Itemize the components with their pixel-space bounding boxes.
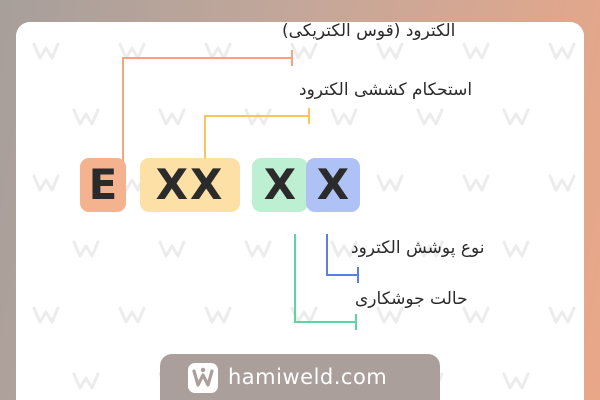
watermark-mark-4 [376,42,404,60]
tensile-strength-box [140,158,240,212]
watermark-mark-28 [204,306,232,324]
tensile-strength-digits: XX [155,160,225,209]
watermark-mark-13 [32,174,60,192]
hamiweld-logo-icon [188,363,218,393]
coating-type-digit: X [316,160,350,209]
watermark-mark-10 [330,108,358,126]
label-tensile-strength: استحکام کششی الکترود [299,80,473,100]
watermark-mark-27 [118,306,146,324]
watermark-mark-3 [290,42,318,60]
watermark-mark-1 [118,42,146,60]
coating-type-box [306,158,360,212]
watermark-mark-8 [158,108,186,126]
watermark-mark-18 [462,174,490,192]
watermark-mark-32 [548,306,576,324]
connector-electrode-current [122,57,292,180]
watermark-mark-22 [244,240,272,258]
watermark-mark-19 [548,174,576,192]
watermark-mark-23 [330,240,358,258]
electrode-prefix-letter: E [88,160,118,209]
label-electrode-current: الکترود (قوس الکتریکی) [282,21,456,41]
watermark-mark-9 [244,108,272,126]
watermark-mark-38 [502,372,530,390]
connector-welding-position [294,234,356,323]
watermark-mark-5 [462,42,490,60]
watermark-mark-21 [158,240,186,258]
watermark-mark-2 [204,42,232,60]
welding-position-digit: X [263,160,297,209]
label-coating-type: نوع پوشش الکترود [351,238,485,258]
watermark-mark-30 [376,306,404,324]
watermark-mark-12 [502,108,530,126]
footer-domain-text[interactable]: hamiweld.com [228,365,388,389]
watermark-mark-11 [416,108,444,126]
watermark-mark-20 [72,240,100,258]
hamiweld-logo-mark [192,367,214,387]
watermark-mark-26 [32,306,60,324]
watermark-mark-33 [72,372,100,390]
watermark-mark-24 [416,240,444,258]
watermark-mark-17 [376,174,404,192]
watermark-mark-6 [548,42,576,60]
watermark-mark-25 [502,240,530,258]
label-welding-position: حالت جوشکاری [355,289,468,309]
connector-coating-type [326,234,358,276]
watermark-mark-0 [32,42,60,60]
watermark-mark-7 [72,108,100,126]
electrode-prefix-box [80,158,126,212]
welding-position-box [252,158,308,212]
watermark-mark-31 [462,306,490,324]
